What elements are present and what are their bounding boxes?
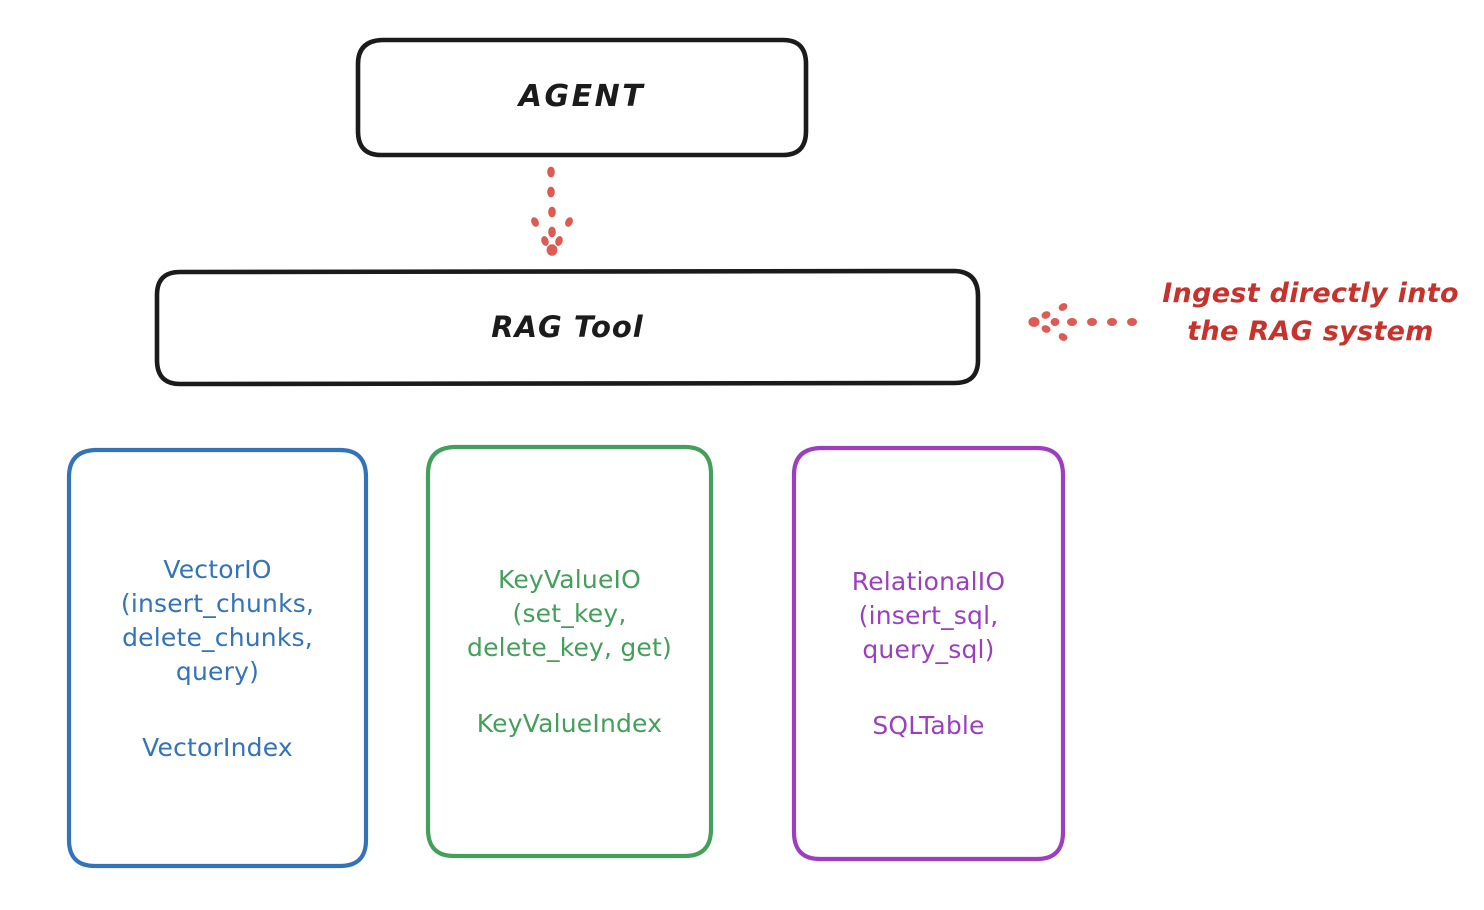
edge-agent-to-rag-tool [531,166,573,256]
keyvalue-store-index-label: KeyValueIndex [476,708,663,738]
vector-store-label: VectorIO (insert_chunks, delete_chunks, … [120,554,315,686]
agent-label: AGENT [518,78,646,114]
relational-store-label: RelationalIO (insert_sql, query_sql) [851,566,1006,664]
vector-store-node[interactable]: VectorIO (insert_chunks, delete_chunks, … [69,450,366,867]
vector-store-index-label: VectorIndex [142,732,293,762]
vector-store-box-outline [66,447,369,869]
rag-tool-label: RAG Tool [491,310,644,345]
relational-store-box-outline [791,445,1066,862]
keyvalue-store-box-outline [425,444,714,859]
agent-node[interactable]: AGENT [357,39,807,155]
keyvalue-store-node[interactable]: KeyValueIO (set_key, delete_key, get) Ke… [428,447,711,856]
keyvalue-store-label: KeyValueIO (set_key, delete_key, get) [467,564,672,662]
edge-ingest-to-rag-tool [1028,303,1137,341]
relational-store-table-label: SQLTable [872,710,985,740]
rag-tool-node[interactable]: RAG Tool [156,271,979,384]
rag-tool-box-outline [154,268,981,387]
relational-store-node[interactable]: RelationalIO (insert_sql, query_sql) SQL… [794,448,1063,859]
agent-box-outline [355,37,809,158]
ingest-annotation: Ingest directly into the RAG system [1162,278,1459,348]
